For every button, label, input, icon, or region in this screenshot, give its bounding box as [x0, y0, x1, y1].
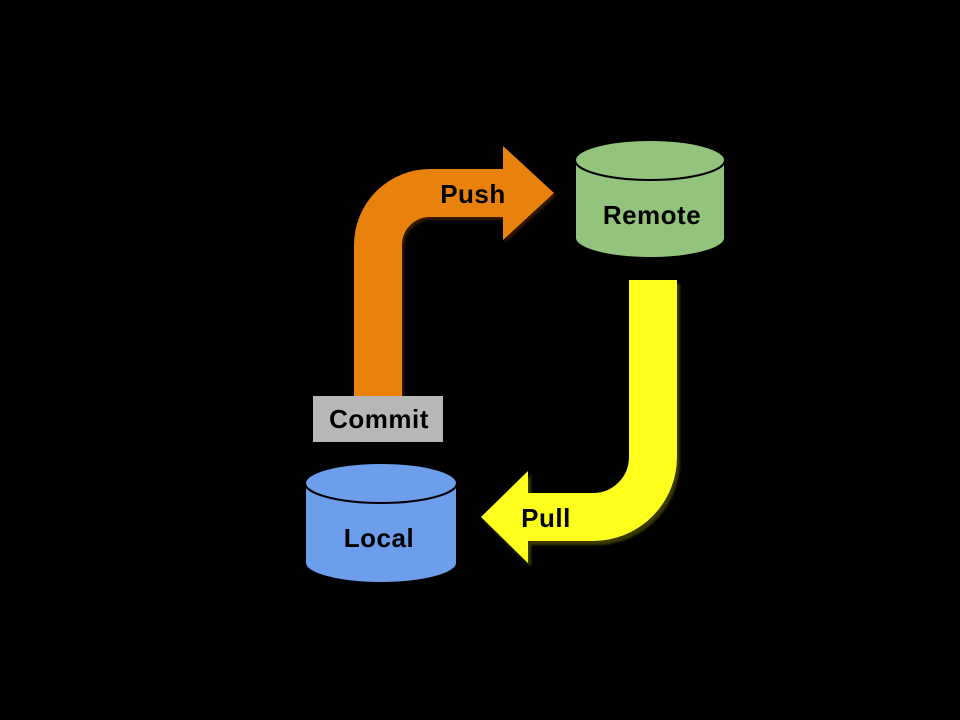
push-arrow — [354, 146, 554, 438]
push-label: Push — [440, 179, 506, 209]
pull-label: Pull — [521, 503, 571, 533]
pull-arrowhead-icon — [481, 471, 528, 563]
commit-label: Commit — [329, 404, 429, 434]
remote-cylinder-body — [574, 160, 726, 259]
local-label: Local — [343, 523, 415, 553]
local-cylinder-body — [304, 483, 458, 584]
commit-box — [313, 396, 443, 442]
remote-cylinder — [574, 139, 726, 259]
remote-label: Remote — [602, 200, 702, 230]
push-arrow-shaft — [354, 169, 505, 438]
remote-cylinder-top — [574, 139, 726, 181]
pull-arrow — [481, 280, 677, 563]
local-cylinder — [304, 462, 458, 584]
pull-arrow-shaft — [527, 280, 677, 541]
push-arrowhead-icon — [503, 146, 554, 240]
local-cylinder-top — [304, 462, 458, 504]
